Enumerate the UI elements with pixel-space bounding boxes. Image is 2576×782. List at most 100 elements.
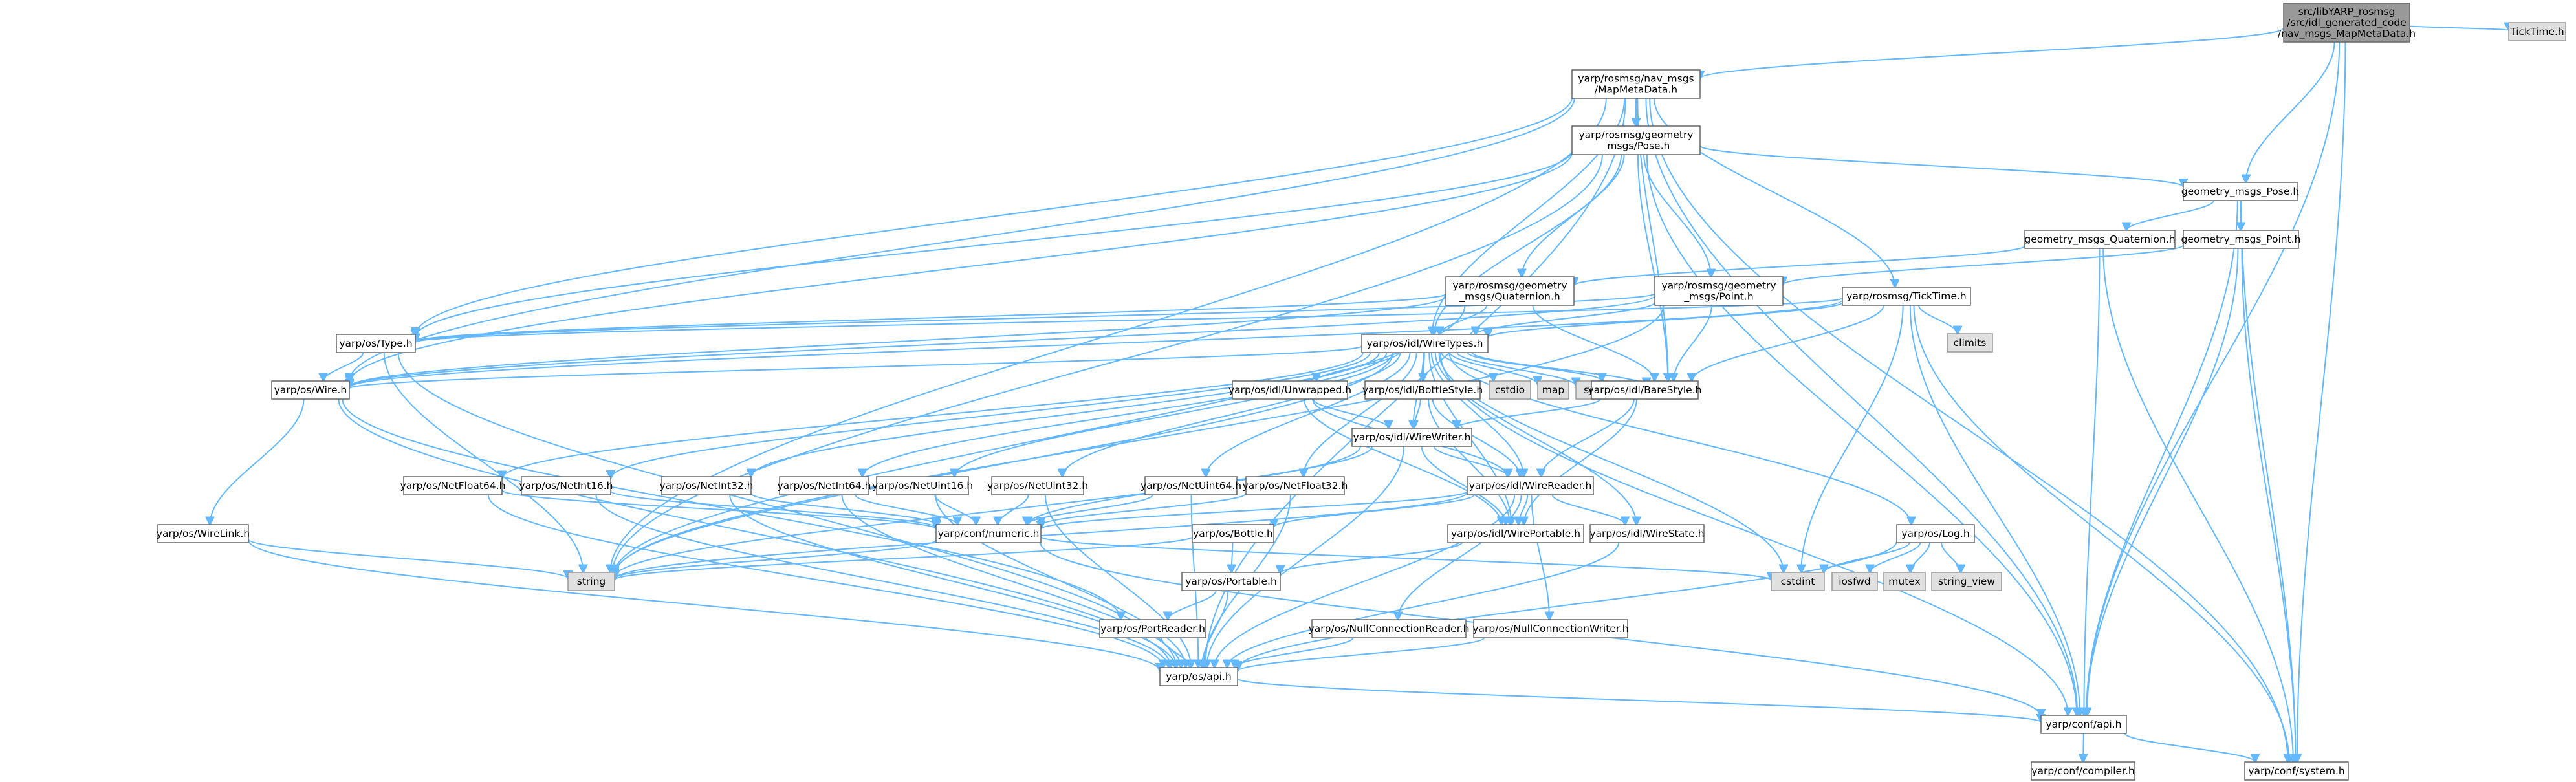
node-wirereader[interactable]: yarp/os/idl/WireReader.h [1467,476,1594,495]
node-label: map [1542,384,1564,396]
node-label: yarp/os/NetInt64.h [777,480,871,492]
node-root[interactable]: src/libYARP_rosmsg/src/idl_generated_cod… [2278,3,2416,43]
node-gm-pose[interactable]: geometry_msgs_Pose.h [2181,182,2299,201]
node-label: yarp/os/NetFloat64.h [400,480,506,492]
node-cstdint[interactable]: cstdint [1771,572,1825,591]
node-label: string [577,576,606,587]
edge-os_portable-to-portreader [1168,590,1217,620]
node-map[interactable]: map [1537,380,1569,400]
edge-wirewriter-to-wirereader [1433,446,1509,477]
node-box [1361,334,1489,353]
node-netuint64[interactable]: yarp/os/NetUint64.h [1141,476,1241,495]
edge-wiretypes-to-netint64 [862,352,1388,477]
edge-wiretypes-to-map [1449,352,1538,384]
node-box [1537,380,1569,400]
node-ticktime-ext[interactable]: TickTime.h [2508,22,2566,41]
node-mutex[interactable]: mutex [1883,572,1926,591]
node-nullconnreader[interactable]: yarp/os/NullConnectionReader.h [1309,619,1470,638]
edge-rosmsg_point-to-os_wire [349,295,1655,387]
edge-os_api-to-conf_api [1237,678,2041,722]
node-wirestate[interactable]: yarp/os/idl/WireState.h [1589,524,1705,543]
node-netfloat64[interactable]: yarp/os/NetFloat64.h [400,476,506,495]
node-portreader[interactable]: yarp/os/PortReader.h [1099,619,1206,638]
node-box [1883,572,1926,591]
node-wiretypes[interactable]: yarp/os/idl/WireTypes.h [1361,334,1489,353]
node-conf-api[interactable]: yarp/conf/api.h [2040,715,2127,734]
node-rosmsg-quat[interactable]: yarp/rosmsg/geometry_msgs/Quaternion.h [1445,276,1575,306]
node-rosmsg-tick[interactable]: yarp/rosmsg/TickTime.h [1842,287,1971,306]
edge-rosmsg_pose-to-os_wire [349,152,1573,383]
node-conf-compiler[interactable]: yarp/conf/compiler.h [2031,761,2135,781]
node-climits[interactable]: climits [1947,333,1993,353]
edge-root-to-rosmsg_mapmeta [1700,27,2284,78]
node-wirelink[interactable]: yarp/os/WireLink.h [157,524,250,543]
node-gm-quat[interactable]: geometry_msgs_Quaternion.h [2024,230,2176,249]
node-label: yarp/rosmsg/nav_msgs [1578,73,1694,85]
edge-rosmsg_tick-to-climits [1918,305,1958,334]
edge-wiretypes-to-os_log [1448,352,1911,525]
node-box [336,334,416,353]
node-string[interactable]: string [567,572,615,591]
node-label: yarp/conf/system.h [2248,765,2344,777]
node-os-log[interactable]: yarp/os/Log.h [1896,524,1975,543]
node-os-type[interactable]: yarp/os/Type.h [336,334,416,353]
node-netint16[interactable]: yarp/os/NetInt16.h [519,476,613,495]
edge-netint64-to-conf_numeric [855,494,957,525]
node-netfloat32[interactable]: yarp/os/NetFloat32.h [1243,476,1348,495]
node-rosmsg-pose[interactable]: yarp/rosmsg/geometry_msgs/Pose.h [1571,125,1701,155]
node-label: yarp/conf/compiler.h [2031,765,2134,777]
node-gm-point[interactable]: geometry_msgs_Point.h [2181,230,2301,249]
node-unwrapped[interactable]: yarp/os/idl/Unwrapped.h [1228,380,1351,400]
edge-wiretypes-to-os_wire [349,345,1362,388]
edge-gm_quat-to-conf_system [2102,248,2293,762]
node-cstdio[interactable]: cstdio [1489,380,1531,400]
edge-rosmsg_point-to-vector [1674,305,1712,381]
node-netuint16[interactable]: yarp/os/NetUint16.h [872,476,973,495]
node-box [2244,761,2349,781]
edge-os_type-to-string [383,352,584,572]
node-box [2031,761,2135,781]
edge-netfloat64-to-os_api [487,494,1164,668]
node-barestyle[interactable]: yarp/os/idl/BareStyle.h [1588,380,1702,400]
node-string-view[interactable]: string_view [1931,572,2002,591]
edge-netint32-to-os_api [729,494,1175,668]
node-label: /MapMetaData.h [1595,84,1677,96]
node-label: yarp/os/api.h [1166,671,1231,682]
node-wireportable[interactable]: yarp/os/idl/WirePortable.h [1447,524,1584,543]
node-label: _msgs/Quaternion.h [1459,291,1560,303]
node-os-wire[interactable]: yarp/os/Wire.h [271,380,350,400]
node-conf-numeric[interactable]: yarp/conf/numeric.h [935,524,1042,543]
edge-rosmsg_mapmeta-to-os_type [415,97,1573,335]
node-label: yarp/conf/numeric.h [938,528,1040,539]
node-nullconnwriter[interactable]: yarp/os/NullConnectionWriter.h [1472,619,1629,638]
edge-netuint16-to-os_api [935,494,1185,668]
node-conf-system[interactable]: yarp/conf/system.h [2244,761,2349,781]
node-label: yarp/os/Bottle.h [1193,528,1273,539]
node-wirewriter[interactable]: yarp/os/idl/WireWriter.h [1351,428,1472,447]
node-rosmsg-point[interactable]: yarp/rosmsg/geometry_msgs/Point.h [1654,276,1784,306]
node-netint32[interactable]: yarp/os/NetInt32.h [659,476,754,495]
edge-wirereader-to-os_api [1214,494,1516,668]
node-iosfwd[interactable]: iosfwd [1831,572,1878,591]
edge-rosmsg_quat-to-wiretypes [1439,305,1488,334]
edge-barestyle-to-wirereader [1541,398,1635,477]
node-box [403,476,503,495]
node-os-bottle[interactable]: yarp/os/Bottle.h [1192,524,1274,543]
edge-conf_api-to-conf_system [2124,733,2255,762]
node-os-api[interactable]: yarp/os/api.h [1159,667,1238,686]
node-box [1831,572,1878,591]
node-label: /nav_msgs_MapMetaData.h [2278,28,2416,40]
node-box [1447,524,1584,543]
node-box [1842,287,1971,306]
node-bottlestyle[interactable]: yarp/os/idl/BottleStyle.h [1362,380,1483,400]
node-label: yarp/rosmsg/geometry [1661,280,1776,292]
node-label: TickTime.h [2509,26,2564,38]
node-os-portable[interactable]: yarp/os/Portable.h [1181,572,1281,591]
node-rosmsg-mapmeta[interactable]: yarp/rosmsg/nav_msgs/MapMetaData.h [1571,69,1701,99]
node-netint64[interactable]: yarp/os/NetInt64.h [777,476,871,495]
node-netuint32[interactable]: yarp/os/NetUint32.h [987,476,1088,495]
edge-wirewriter-to-wireportable [1421,446,1506,525]
node-box [1181,572,1281,591]
edge-rosmsg_mapmeta-to-os_wire [349,98,1575,381]
edge-wiretypes-to-netuint32 [1062,352,1401,477]
